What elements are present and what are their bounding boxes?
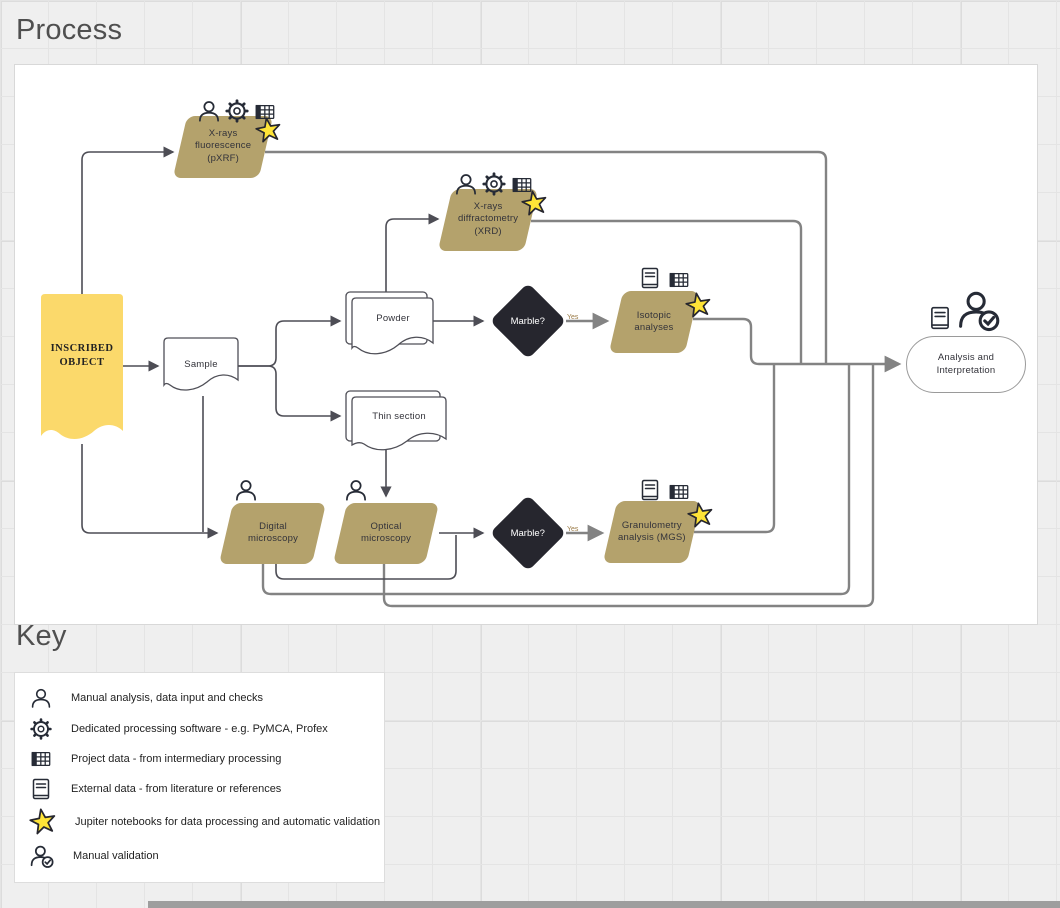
node-thin-section-label: Thin section bbox=[372, 410, 426, 422]
node-inscribed-object-label: INSCRIBED OBJECT bbox=[50, 343, 114, 368]
star-icon bbox=[685, 292, 712, 319]
inscribed-object-shape[interactable] bbox=[41, 294, 123, 440]
star-icon bbox=[29, 808, 57, 836]
person-icon bbox=[453, 171, 479, 197]
key-item-software: Dedicated processing software - e.g. PyM… bbox=[29, 717, 384, 741]
node-sample-label: Sample bbox=[184, 358, 218, 370]
node-optical-microscopy-label: Optical microscopy bbox=[360, 521, 412, 545]
person-icon bbox=[29, 686, 53, 710]
flow-connectors bbox=[81, 146, 485, 580]
person-icon bbox=[343, 477, 369, 503]
edge-sample-to-thin bbox=[238, 365, 342, 422]
edge-granulometry-to-analysis bbox=[694, 364, 776, 534]
edge-label-yes-2: Yes bbox=[567, 526, 579, 533]
star-icon bbox=[521, 190, 548, 217]
node-marble-decision-1-label: Marble? bbox=[510, 315, 546, 327]
key-item-label: Jupiter notebooks for data processing an… bbox=[75, 815, 381, 828]
edge-object-to-pxrf bbox=[81, 146, 175, 294]
key-item-label: External data - from literature or refer… bbox=[71, 782, 282, 795]
edge-label-yes-1: Yes bbox=[567, 314, 579, 321]
node-pxrf-label: X-rays fluorescence (pXRF) bbox=[194, 128, 252, 165]
next-frame-edge[interactable] bbox=[148, 901, 1060, 908]
book-icon bbox=[29, 777, 53, 801]
edge-optical-loop-to-analysis bbox=[382, 364, 875, 608]
book-icon bbox=[927, 305, 953, 331]
edge-sample-to-powder bbox=[238, 315, 342, 367]
person-check-icon bbox=[955, 287, 1003, 333]
gear-icon bbox=[481, 171, 507, 197]
powder-shape[interactable] bbox=[351, 297, 434, 355]
node-optical-microscopy[interactable]: Optical microscopy bbox=[332, 503, 440, 564]
key-item-manual-analysis: Manual analysis, data input and checks bbox=[29, 686, 384, 710]
table-icon bbox=[667, 269, 691, 291]
process-frame-canvas[interactable]: X-rays fluorescence (pXRF) X-rays diffra… bbox=[14, 64, 1038, 625]
node-analysis[interactable]: Analysis and Interpretation bbox=[906, 336, 1026, 393]
key-item-jupiter-notebooks: Jupiter notebooks for data processing an… bbox=[29, 808, 384, 836]
gear-icon bbox=[29, 717, 53, 741]
edge-powder-to-xrd bbox=[385, 213, 440, 292]
node-marble-decision-2-label: Marble? bbox=[510, 527, 546, 539]
edge-isotopic-to-analysis bbox=[693, 317, 902, 373]
gear-icon bbox=[224, 98, 250, 124]
edge-object-to-digital bbox=[81, 444, 219, 539]
star-icon bbox=[687, 502, 714, 529]
node-xrd-label: X-rays diffractometry (XRD) bbox=[457, 201, 519, 238]
book-icon bbox=[638, 266, 662, 290]
key-item-manual-validation: Manual validation bbox=[29, 843, 384, 869]
key-item-label: Dedicated processing software - e.g. PyM… bbox=[71, 723, 328, 736]
node-digital-microscopy-label: Digital microscopy bbox=[247, 521, 298, 545]
node-digital-microscopy[interactable]: Digital microscopy bbox=[218, 503, 327, 564]
node-isotopic-label: Isotopic analyses bbox=[634, 309, 674, 333]
person-check-icon bbox=[29, 843, 55, 869]
edge-digital-loop-to-analysis bbox=[261, 364, 851, 596]
person-icon bbox=[233, 477, 259, 503]
return-connectors bbox=[261, 150, 902, 608]
key-item-label: Manual analysis, data input and checks bbox=[71, 692, 264, 705]
book-icon bbox=[638, 478, 662, 502]
frame-title-key: Key bbox=[16, 620, 67, 652]
node-granulometry-label: Granulometry analysis (MGS) bbox=[618, 519, 686, 543]
node-powder-label: Powder bbox=[376, 312, 410, 324]
thin-shape[interactable] bbox=[351, 396, 447, 451]
edge-pxrf-to-analysis bbox=[265, 150, 828, 364]
table-icon bbox=[29, 748, 53, 770]
star-icon bbox=[255, 117, 282, 144]
key-item-label: Manual validation bbox=[73, 849, 159, 862]
table-icon bbox=[667, 481, 691, 503]
edge-xrd-to-analysis bbox=[531, 219, 803, 364]
frame-title-process: Process bbox=[16, 14, 123, 46]
key-item-label: Project data - from intermediary process… bbox=[71, 753, 282, 766]
person-icon bbox=[196, 98, 222, 124]
document-shapes bbox=[41, 291, 447, 451]
edge-digital-to-marble2 bbox=[275, 535, 457, 580]
node-analysis-label: Analysis and Interpretation bbox=[936, 352, 996, 376]
sample-shape[interactable] bbox=[163, 337, 239, 391]
key-item-project-data: Project data - from intermediary process… bbox=[29, 748, 384, 770]
flowchart-connectors bbox=[41, 146, 902, 608]
key-panel[interactable]: Manual analysis, data input and checks D… bbox=[14, 672, 385, 883]
key-item-external-data: External data - from literature or refer… bbox=[29, 777, 384, 801]
